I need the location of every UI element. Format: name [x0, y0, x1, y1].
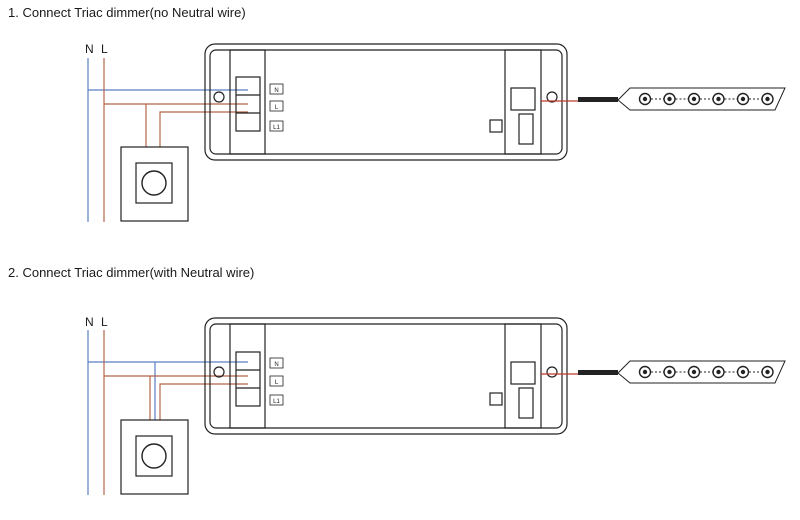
- terminal-n-label: N: [274, 88, 278, 94]
- terminal-labels: N L L1: [269, 83, 284, 132]
- led-icon: [638, 365, 664, 379]
- terminal-n-label: N: [274, 362, 278, 368]
- live-label: L: [101, 315, 108, 329]
- led-icon: [761, 92, 774, 106]
- terminal-l1-label: L1: [273, 125, 280, 131]
- triac-dimmer: [120, 146, 189, 222]
- led-icon: [687, 92, 713, 106]
- led-driver: [204, 43, 568, 161]
- led-strip: [638, 92, 774, 106]
- wiring-diagram-no-neutral: N L N L: [85, 42, 786, 222]
- led-icon: [712, 365, 737, 379]
- led-icon: [638, 92, 664, 106]
- triac-dimmer: [120, 419, 189, 495]
- dimmer-knob-icon: [141, 170, 167, 196]
- led-icon: [761, 365, 774, 379]
- dimmer-output-wire: [159, 383, 248, 420]
- section-title-no-neutral: 1. Connect Triac dimmer(no Neutral wire): [8, 5, 246, 20]
- led-icon: [663, 365, 688, 379]
- neutral-label: N: [85, 42, 94, 56]
- terminal-l1-label: L1: [273, 399, 280, 405]
- terminal-l-label: L: [275, 105, 279, 111]
- terminal-labels: N L L1: [269, 357, 284, 406]
- led-icon: [663, 92, 688, 106]
- terminal-l-label: L: [275, 380, 279, 386]
- led-driver: [204, 317, 568, 435]
- dimmer-output-wire: [159, 111, 248, 147]
- live-label: L: [101, 42, 108, 56]
- led-strip: [638, 365, 774, 379]
- wiring-diagram-with-neutral: N L N L L1: [85, 315, 786, 495]
- led-icon: [736, 92, 762, 106]
- led-icon: [687, 365, 713, 379]
- section-title-with-neutral: 2. Connect Triac dimmer(with Neutral wir…: [8, 265, 255, 280]
- led-icon: [736, 365, 762, 379]
- output-wiring: [541, 87, 786, 111]
- mains-wires: [87, 58, 248, 222]
- led-icon: [712, 92, 737, 106]
- mains-wires: [87, 330, 248, 495]
- dimmer-knob-icon: [141, 443, 167, 469]
- output-wiring: [541, 360, 786, 384]
- neutral-label: N: [85, 315, 94, 329]
